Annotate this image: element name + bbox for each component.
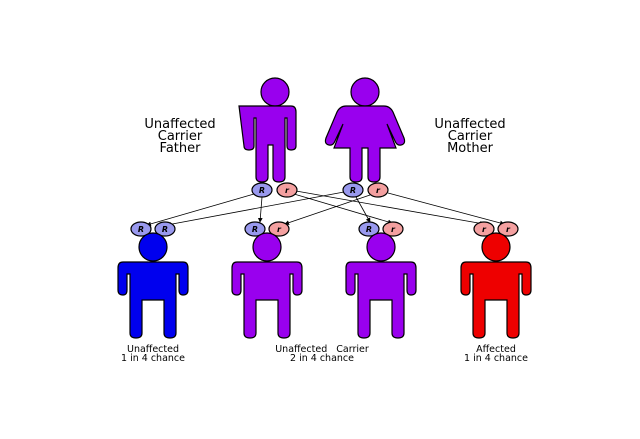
mother-alleles: R r [342,182,389,198]
father-label-line1: Unaffected [144,117,215,132]
allele-label: r [506,225,511,234]
father-alleles: R r [251,182,298,198]
person-body [345,261,417,339]
allele-label: R [138,225,144,234]
allele-recessive [497,221,519,237]
allele-label: r [391,225,396,234]
allele-dominant [251,182,273,198]
allele-label: R [259,186,265,195]
allele-recessive [367,182,389,198]
allele-label: R [350,186,356,195]
allele-dominant [130,221,152,237]
allele-label: R [366,225,372,234]
father-label-line2: Carrier [158,129,203,144]
mother-label-line2: Carrier [448,129,493,144]
person-body [117,261,189,339]
allele-dominant [358,221,380,237]
allele-label: r [376,186,381,195]
allele-recessive [382,221,404,237]
person-head [138,232,168,262]
caption-carrier-line1: Unaffected Carrier [275,344,369,355]
person-head [252,232,282,262]
person-body [460,261,532,339]
person-head [481,232,511,262]
arrow-mother-r-to-child2 [284,194,371,225]
caption-affected-line2: 1 in 4 chance [464,353,528,364]
arrow-father-r-to-child3 [293,193,393,225]
arrow-father-r-to-child4 [295,190,485,226]
allele-dominant [244,221,266,237]
caption-unaffected: Unaffected 1 in 4 chance [121,344,185,364]
father-figure [238,77,297,183]
arrow-father-R-to-child1 [146,193,255,227]
allele-label: r [482,225,487,234]
allele-recessive [473,221,495,237]
caption-affected-line1: Affected [476,344,516,355]
mother-label-line1: Unaffected [434,117,505,132]
mother-label: Unaffected Carrier Mother [434,117,505,156]
caption-unaffected-line2: 1 in 4 chance [121,353,185,364]
person-body [231,261,303,339]
allele-label: r [277,225,282,234]
mother-figure [324,77,406,183]
caption-affected: Affected 1 in 4 chance [464,344,528,364]
arrow-mother-R-to-child1 [166,191,345,227]
arrow-mother-r-to-child4 [387,192,505,226]
caption-carrier: Unaffected Carrier 2 in 4 chance [275,344,369,364]
inheritance-arrows [146,190,505,227]
father-label: Unaffected Carrier Father [144,117,215,156]
person-head [366,232,396,262]
arrow-father-R-to-child2 [257,196,263,223]
allele-dominant [154,221,176,237]
allele-dominant [342,182,364,198]
caption-carrier-line2: 2 in 4 chance [290,353,354,364]
allele-recessive [268,221,290,237]
caption-unaffected-line1: Unaffected [127,344,179,355]
allele-label: R [252,225,258,234]
allele-label: r [285,186,290,195]
allele-label: R [162,225,168,234]
mother-label-line3: Mother [447,141,494,156]
arrow-mother-R-to-child3 [355,196,371,223]
allele-recessive [276,182,298,198]
father-label-line3: Father [160,141,202,156]
